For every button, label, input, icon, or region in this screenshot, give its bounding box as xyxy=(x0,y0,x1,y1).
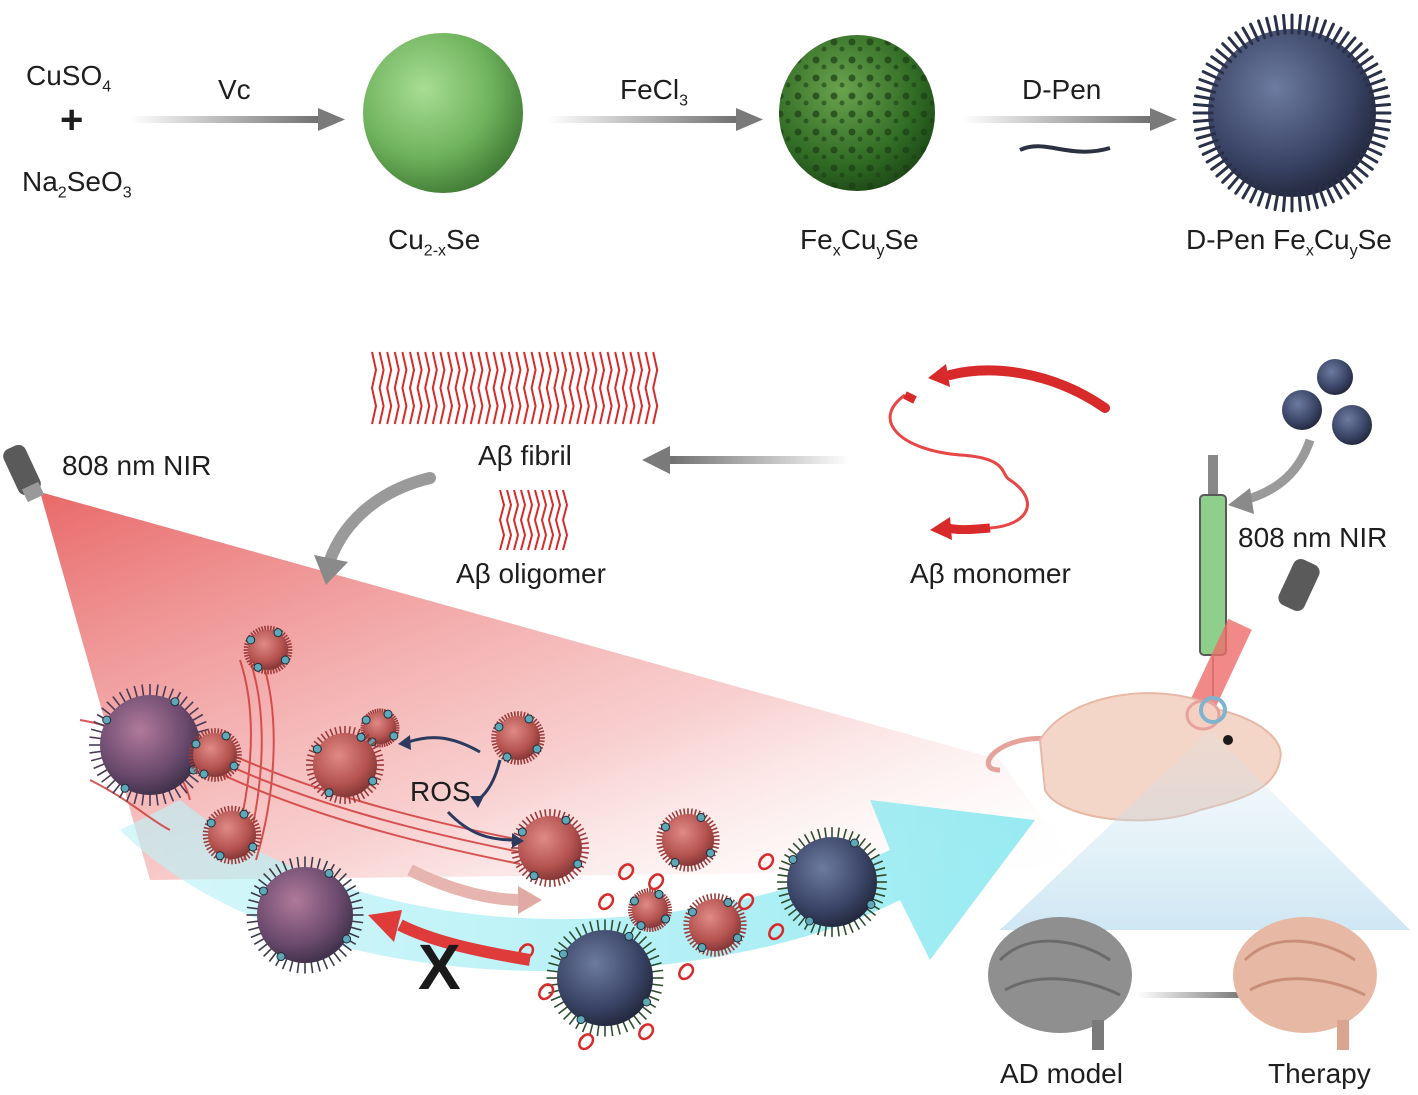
blocked-x-mark: X xyxy=(418,931,461,1003)
abeta-oligomer-icon xyxy=(498,489,569,551)
cu2-x-se-sphere xyxy=(363,33,523,193)
therapy-brain-icon xyxy=(1233,917,1377,1050)
reactant-cuso4-label: CuSO4 xyxy=(26,60,112,96)
blocked-reaggregation-arrow xyxy=(368,910,531,966)
abeta-fibril-label: Aβ fibril xyxy=(478,440,572,471)
abeta-fibril-icon xyxy=(370,351,659,425)
laser-left-icon xyxy=(3,444,1080,880)
product-d-pen-fexcuyse-label: D-Pen FexCuySe xyxy=(1186,224,1392,260)
reactant-na2seo3-label: Na2SeO3 xyxy=(22,166,132,202)
nanoparticles-injection-icon xyxy=(1228,359,1372,514)
laser-right-icon xyxy=(1190,559,1320,712)
d-pen-fexcuyse-spiky-sphere xyxy=(1192,13,1392,213)
synthesis-arrow-2 xyxy=(548,108,763,131)
abeta-monomer-label: Aβ monomer xyxy=(910,558,1071,589)
therapy-label: Therapy xyxy=(1268,1058,1371,1089)
abeta-oligomer-label: Aβ oligomer xyxy=(456,558,606,589)
reagent-d-pen-label: D-Pen xyxy=(1022,74,1102,105)
transfer-arrow-pale xyxy=(407,864,542,914)
ad-model-brain-icon xyxy=(988,917,1132,1050)
ros-label: ROS xyxy=(410,776,471,807)
monomer-to-fibril-arrow xyxy=(642,446,850,474)
reagent-vc-label: Vc xyxy=(218,74,251,105)
synthesis-arrow-3 xyxy=(962,108,1177,131)
fibril-to-region-arrow xyxy=(314,472,436,585)
product-fexcuyse-label: FexCuySe xyxy=(800,224,919,260)
laser-right-label: 808 nm NIR xyxy=(1238,522,1388,553)
synthesis-arrow-1 xyxy=(130,108,345,131)
fexcuyse-porous-sphere xyxy=(779,35,935,191)
ad-model-label: AD model xyxy=(1000,1058,1123,1089)
abeta-monomer-icon xyxy=(888,364,1110,540)
product-cu2-x-se-label: Cu2-xSe xyxy=(388,224,481,260)
d-pen-chain-icon xyxy=(1019,144,1111,154)
therapy-cone xyxy=(1000,730,1410,930)
laser-left-label: 808 nm NIR xyxy=(62,450,212,481)
nanoparticle-cluster xyxy=(89,625,887,1051)
reagent-fecl3-label: FeCl3 xyxy=(620,74,689,110)
plus-sign: + xyxy=(60,98,84,142)
